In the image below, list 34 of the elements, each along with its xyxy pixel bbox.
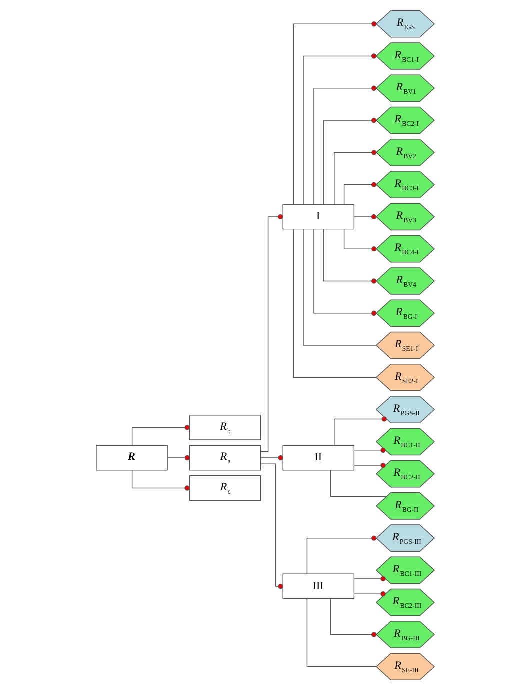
node-box: R: [96, 445, 168, 471]
connector: [131, 425, 190, 446]
connector: [260, 214, 283, 452]
connector: [353, 214, 376, 220]
connector: [323, 228, 376, 284]
connector: [334, 416, 386, 446]
connector: [131, 470, 190, 491]
node-box: R$_{b}$: [188, 414, 261, 440]
connector: [306, 536, 376, 574]
node-box: R$_{a}$: [188, 445, 261, 471]
node-box: R$_{c}$: [188, 476, 261, 501]
connector: [302, 54, 376, 205]
connector: [330, 598, 376, 638]
connector: [306, 598, 376, 668]
connector: [353, 576, 386, 582]
connector: [302, 229, 376, 346]
node-box: II: [282, 445, 354, 471]
node-box: III: [282, 574, 354, 600]
connector: [330, 470, 386, 498]
connector: [353, 462, 386, 468]
connector: [260, 464, 283, 590]
connector: [343, 229, 376, 252]
connector: [313, 228, 376, 316]
connector: [166, 455, 190, 461]
node-box: I: [282, 204, 354, 230]
connector: [353, 592, 386, 597]
connector: [292, 229, 376, 378]
connector: [334, 150, 376, 205]
connector: [343, 182, 376, 205]
connector: [323, 118, 376, 205]
connector: [313, 86, 376, 205]
connector: [353, 448, 386, 453]
connector: [292, 22, 376, 205]
connector: [260, 455, 283, 461]
